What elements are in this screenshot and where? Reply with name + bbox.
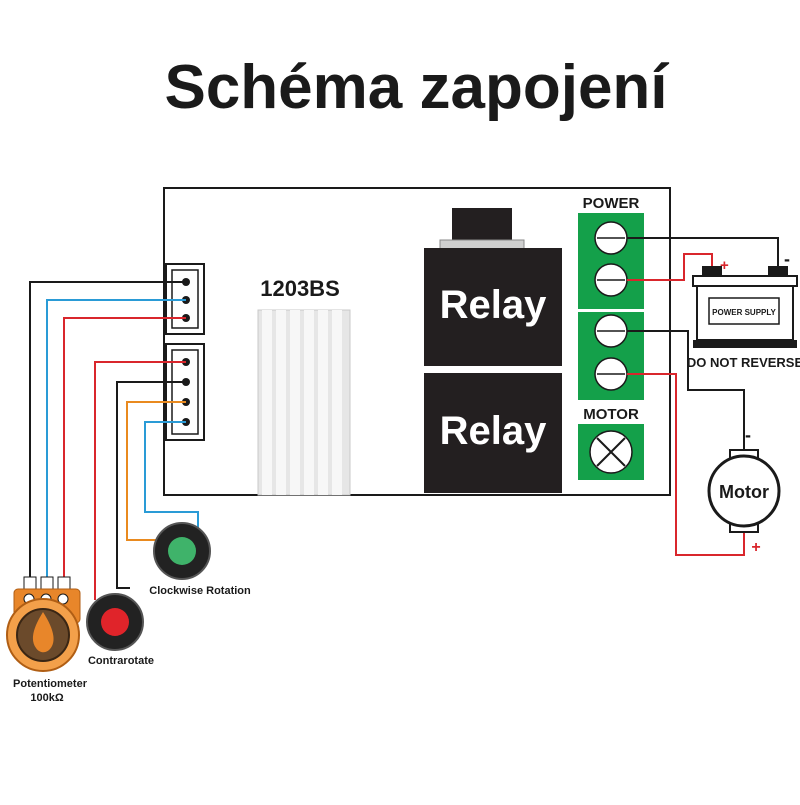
screw-terminal-2: [594, 263, 628, 297]
connector-4pin: [165, 343, 205, 441]
motor-terminal-label: MOTOR: [583, 406, 639, 423]
motor-label: Motor: [719, 482, 769, 502]
screw-terminal-4: [594, 357, 628, 391]
battery-plus-sign: +: [720, 257, 729, 274]
contrarotate-button-cap: [101, 608, 129, 636]
battery-minus-sign: -: [784, 249, 790, 269]
heatsink: [257, 309, 351, 496]
clockwise-label: Clockwise Rotation: [149, 585, 251, 597]
motor-wires: [627, 330, 745, 556]
button-wires: [94, 361, 199, 600]
contrarotate-button[interactable]: [86, 593, 144, 651]
power-wires: [627, 237, 779, 281]
relay-top: Relay: [424, 208, 562, 366]
potentiometer-value: 100kΩ: [30, 692, 63, 704]
motor-plus-sign: +: [751, 539, 760, 556]
board-model-label: 1203BS: [260, 276, 340, 301]
clockwise-button-cap: [168, 537, 196, 565]
potentiometer-label: Potentiometer: [13, 678, 88, 690]
power-supply-label: POWER SUPPLY: [712, 308, 776, 317]
page-title: Schéma zapojení: [164, 53, 669, 122]
potentiometer-wires: [29, 281, 186, 578]
relay-bottom-label: Relay: [440, 409, 547, 453]
screw-terminal-1: [594, 221, 628, 255]
motor-minus-sign: -: [745, 425, 751, 445]
screw-terminal-block: [578, 213, 644, 400]
screw-terminal-3: [594, 314, 628, 348]
relay-top-label: Relay: [440, 283, 547, 327]
motor: - Motor +: [707, 425, 781, 556]
clockwise-button[interactable]: [153, 522, 211, 580]
relay-bottom: Relay: [424, 373, 562, 493]
contrarotate-label: Contrarotate: [88, 655, 154, 667]
indicator-x-icon: [578, 424, 644, 480]
do-not-reverse-warning: DO NOT REVERSE: [687, 355, 800, 370]
potentiometer[interactable]: [6, 576, 81, 672]
power-terminal-label: POWER: [583, 195, 640, 212]
power-supply-battery: + - POWER SUPPLY DO NOT REVERSE: [687, 249, 800, 370]
